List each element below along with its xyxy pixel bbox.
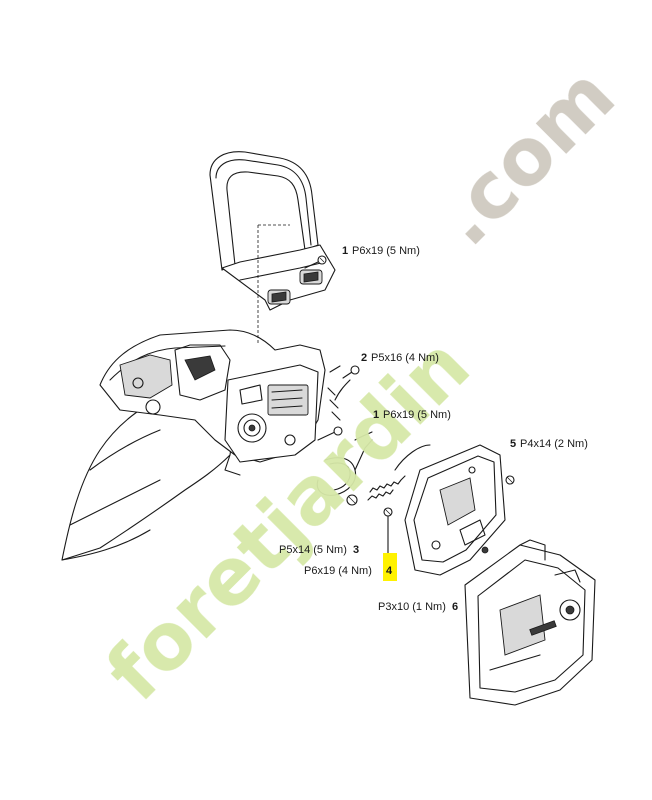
callout-spec: P6x19 (4 Nm) [304,565,372,577]
callout-number: 6 [452,601,458,613]
callout-number: 4 [386,565,393,577]
callout-spec: P5x14 (5 Nm) [279,544,347,556]
callout-1-mid: 1 P6x19 (5 Nm) [373,409,451,421]
watermark-grey-text: .com [420,51,633,264]
screw-4 [383,507,393,556]
callout-spec: P4x14 (2 Nm) [520,438,588,450]
callout-number: 1 [373,409,379,421]
brake-band-drawing [316,439,373,496]
callout-number: 3 [353,544,359,556]
callout-1-top: 1 P6x19 (5 Nm) [342,245,420,257]
callout-spec: P6x19 (5 Nm) [352,245,420,257]
screw-5 [505,475,515,485]
screw-3 [346,494,358,506]
callout-5: 5 P4x14 (2 Nm) [510,438,588,450]
screw-1-mid [317,426,373,441]
callout-2: 2 P5x16 (4 Nm) [361,352,439,364]
callout-number: 5 [510,438,516,450]
callout-4: P6x19 (4 Nm) 4 [304,553,397,581]
callout-spec: P3x10 (1 Nm) [378,601,446,613]
screw-6 [481,546,489,554]
brake-spring-drawing [367,444,431,501]
callout-6: P3x10 (1 Nm) 6 [378,601,458,613]
callout-number: 1 [342,245,348,257]
screw-1-top [304,255,327,269]
callout-highlight [383,553,397,581]
callout-spec: P6x19 (5 Nm) [383,409,451,421]
chainsaw-body-drawing [61,329,326,561]
callout-spec: P5x16 (4 Nm) [371,352,439,364]
callout-3: P5x14 (5 Nm) 3 [279,544,359,556]
chain-cover-drawing [464,539,596,706]
screws-2 [327,365,360,421]
sprocket-cover-drawing [404,444,506,576]
front-handle-drawing [209,151,336,311]
callout-number: 2 [361,352,367,364]
